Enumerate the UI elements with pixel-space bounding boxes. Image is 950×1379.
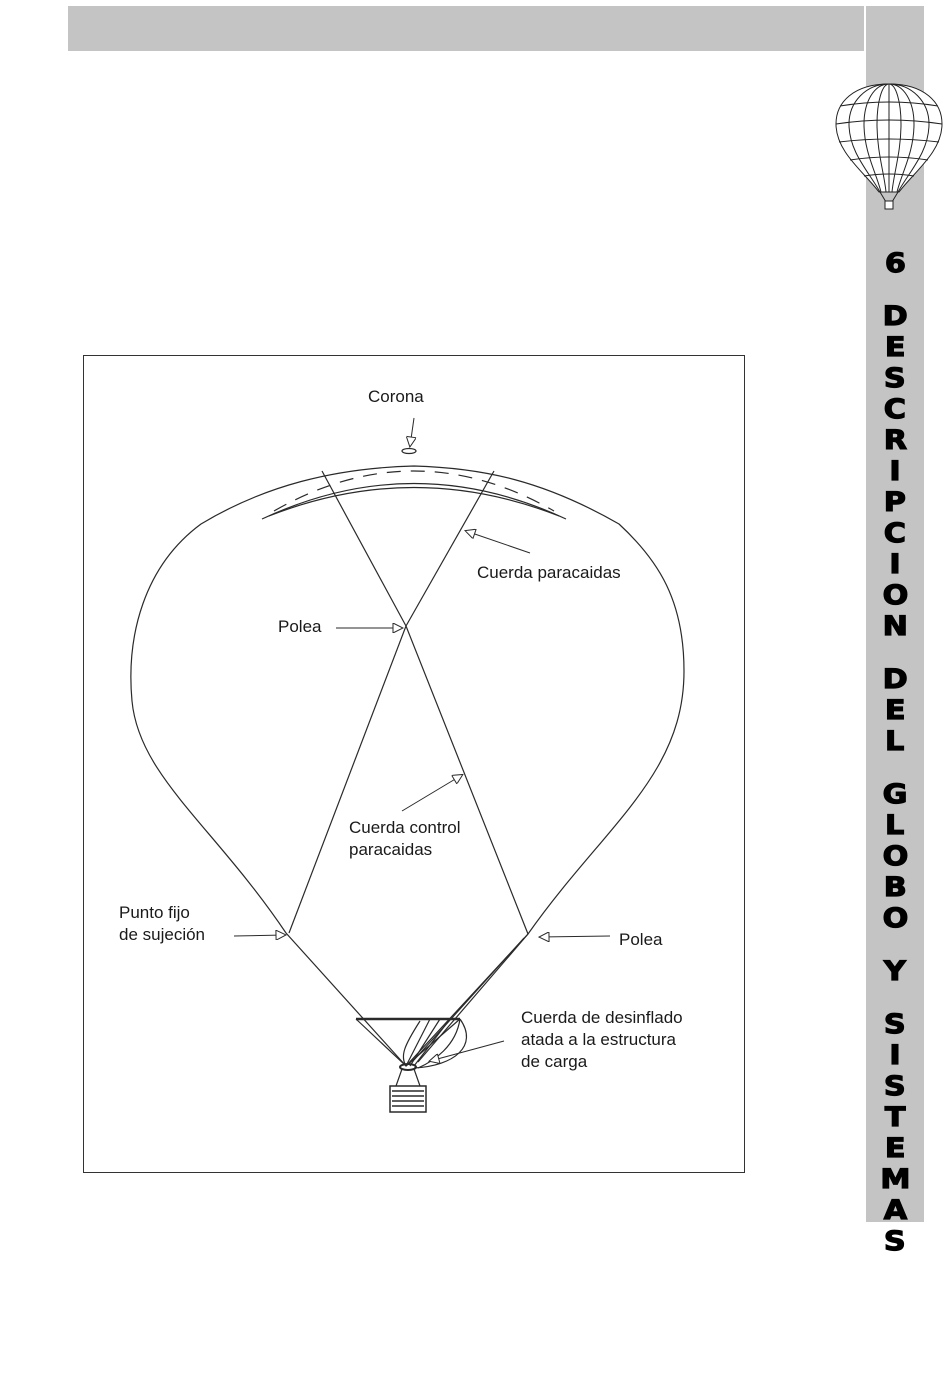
chapter-title-letter: I: [889, 1040, 900, 1071]
chapter-title-letter: D: [882, 664, 907, 695]
chapter-title-letter: O: [882, 903, 908, 934]
basket: [390, 1086, 426, 1112]
label-cuerda-desinflado: Cuerda de desinflado atada a la estructu…: [521, 1007, 683, 1073]
label-corona: Corona: [368, 386, 424, 408]
crown-ring: [262, 484, 566, 520]
chapter-title-letter: S: [884, 1226, 906, 1257]
arrow-cuerda-desinflado: [430, 1041, 504, 1061]
chapter-title-letter: A: [883, 1195, 906, 1226]
label-cuerda-paracaidas: Cuerda paracaidas: [477, 562, 621, 584]
chapter-title-letter: E: [885, 695, 906, 726]
chapter-title-letter: O: [882, 580, 908, 611]
chapter-title-letter: G: [883, 779, 908, 810]
header-bar: [68, 6, 864, 51]
envelope-outline: [131, 466, 684, 1066]
chapter-title-letter: N: [882, 611, 907, 642]
chapter-title-letter: O: [882, 841, 908, 872]
chapter-title-letter: S: [884, 1009, 906, 1040]
chapter-title-letter: E: [885, 1133, 906, 1164]
label-punto-fijo: Punto fijo de sujeción: [119, 902, 205, 946]
chapter-title-word: Y: [885, 956, 905, 987]
arrow-polea-bottom: [540, 936, 610, 937]
chapter-title-letter: S: [884, 363, 906, 394]
chapter-title-letter: I: [889, 549, 900, 580]
chapter-title-letter: T: [885, 1102, 906, 1133]
balloon-logo-icon: [834, 80, 944, 212]
chapter-title-letter: Y: [884, 956, 906, 987]
chapter-title-word: 6: [886, 248, 905, 279]
chapter-title-letter: E: [885, 332, 906, 363]
chapter-title-letter: R: [883, 425, 906, 456]
balloon-diagram: Corona Cuerda paracaidas Polea Cuerda co…: [83, 355, 745, 1173]
crown-vent: [402, 449, 416, 454]
chapter-title-letter: L: [885, 726, 904, 757]
chapter-title-letter: B: [883, 872, 906, 903]
arrow-punto-fijo: [234, 935, 285, 936]
chapter-title-letter: M: [880, 1164, 910, 1195]
chapter-title-letter: L: [885, 810, 904, 841]
chapter-title-letter: 6: [884, 248, 905, 279]
chapter-title-letter: D: [882, 301, 907, 332]
label-polea-bottom: Polea: [619, 929, 662, 951]
chapter-title-letter: P: [884, 487, 906, 518]
arrow-cuerda-control: [402, 775, 462, 811]
crown-dashed-line: [274, 471, 554, 511]
chapter-title-letter: I: [889, 456, 900, 487]
arrow-cuerda-paracaidas: [466, 531, 530, 553]
arrow-corona: [410, 418, 414, 446]
label-cuerda-control: Cuerda control paracaidas: [349, 817, 461, 861]
chapter-title-letter: C: [884, 394, 906, 425]
label-polea-top: Polea: [278, 616, 321, 638]
chapter-title-letter: S: [884, 1071, 906, 1102]
chapter-title-letter: C: [884, 518, 906, 549]
